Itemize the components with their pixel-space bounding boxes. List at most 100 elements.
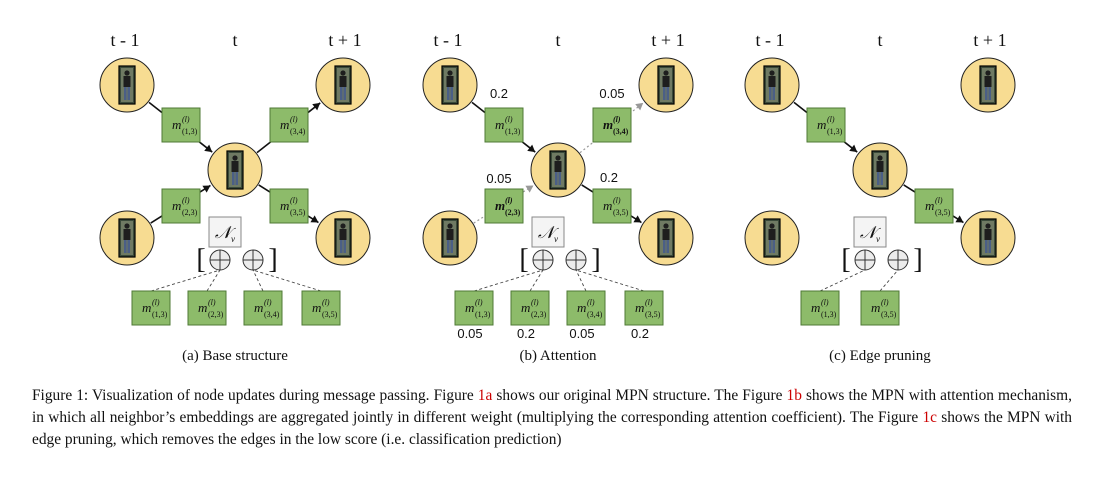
node-3 (530, 142, 586, 198)
aggregate-sum-icon (887, 249, 909, 271)
node-3 (207, 142, 263, 198)
attention-weight: 0.2 (631, 326, 649, 341)
message-box (484, 188, 524, 224)
message-subscript: (1,3) (505, 127, 521, 136)
person-head (447, 70, 453, 76)
node-3 (852, 142, 908, 198)
attention-weight: 0.05 (599, 86, 624, 101)
message-label: m (172, 117, 181, 132)
panel-caption: (a) Base structure (182, 348, 288, 364)
person-leg (663, 240, 666, 253)
aggregate-sum-icon (209, 249, 231, 271)
message-subscript: (3,5) (613, 208, 629, 217)
message-label: m (465, 300, 474, 315)
person-leg (769, 240, 772, 253)
attention-weight: 0.2 (490, 86, 508, 101)
person-leg (769, 87, 772, 100)
message-superscript: (l) (613, 196, 621, 205)
message-superscript: (l) (935, 196, 943, 205)
person-head (769, 223, 775, 229)
person-leg (340, 87, 343, 100)
node-5 (638, 210, 694, 266)
edge-message-(3,4): m(l)(3,4) (269, 107, 309, 143)
message-box (624, 290, 664, 326)
aggregate-sum-icon (532, 249, 554, 271)
aggregate-link (473, 269, 544, 292)
message-superscript: (l) (182, 196, 190, 205)
message-superscript: (l) (322, 298, 330, 307)
node-2 (99, 210, 155, 266)
node-2 (744, 210, 800, 266)
arrow-head (849, 144, 858, 153)
message-label: m (577, 300, 586, 315)
message-label: m (172, 198, 181, 213)
person-head (232, 155, 238, 161)
message-label: m (603, 117, 613, 132)
neighborhood-box (853, 216, 887, 248)
aggregate-link (575, 269, 587, 292)
person-leg (772, 87, 775, 100)
arrow-head (310, 215, 319, 223)
message-label: m (817, 117, 826, 132)
message-label: m (871, 300, 880, 315)
person-leg (447, 240, 450, 253)
message-box (566, 290, 606, 326)
figure-ref-1c[interactable]: 1c (922, 409, 937, 426)
aggregate-message-(1,3): m(l)(1,3) (800, 290, 840, 326)
person-leg (555, 172, 558, 185)
aggregate-link (252, 269, 264, 292)
attention-weight: 0.05 (569, 326, 594, 341)
figure-ref-1a[interactable]: 1a (477, 387, 493, 404)
message-subscript: (1,3) (475, 310, 491, 319)
person-head (340, 70, 346, 76)
neighborhood-box (208, 216, 242, 248)
left-bracket: [ (841, 244, 850, 275)
person-leg (772, 240, 775, 253)
message-subscript: (2,3) (208, 310, 224, 319)
aggregate-link (252, 269, 322, 292)
message-subscript: (3,5) (881, 310, 897, 319)
person-leg (340, 240, 343, 253)
arrow-head (202, 185, 211, 193)
person-head (124, 223, 130, 229)
aggregate-message-(3,5): m(l)(3,5) (624, 290, 664, 326)
person-leg (663, 87, 666, 100)
person-body (123, 76, 131, 87)
aggregate-link (575, 269, 645, 292)
arrow-head (635, 102, 644, 111)
aggregate-sum-icon (242, 249, 264, 271)
neighborhood-subscript: v (554, 234, 558, 244)
person-body (446, 229, 454, 240)
time-label: t (877, 30, 882, 50)
figure-ref-1b[interactable]: 1b (786, 387, 802, 404)
message-box (131, 290, 171, 326)
message-superscript: (l) (505, 115, 513, 124)
person-head (124, 70, 130, 76)
message-superscript: (l) (587, 298, 595, 307)
aggregate-message-(3,5): m(l)(3,5) (301, 290, 341, 326)
person-leg (985, 240, 988, 253)
person-body (768, 76, 776, 87)
left-bracket: [ (519, 244, 528, 275)
person-leg (124, 87, 127, 100)
node-2 (422, 210, 478, 266)
node-4 (960, 57, 1016, 113)
aggregate-message-(2,3): m(l)(2,3) (187, 290, 227, 326)
person-body (768, 229, 776, 240)
person-body (984, 229, 992, 240)
person-leg (450, 87, 453, 100)
message-box (243, 290, 283, 326)
message-superscript: (l) (821, 298, 829, 307)
message-subscript: (1,3) (821, 310, 837, 319)
person-head (985, 70, 991, 76)
message-subscript: (2,3) (531, 310, 547, 319)
edge-message-(2,3): m(l)(2,3) (161, 188, 201, 224)
edge-message-(3,5): m(l)(3,5) (269, 188, 309, 224)
caption-suffix: shows the MPN with edge pruning, which r… (32, 409, 1072, 448)
